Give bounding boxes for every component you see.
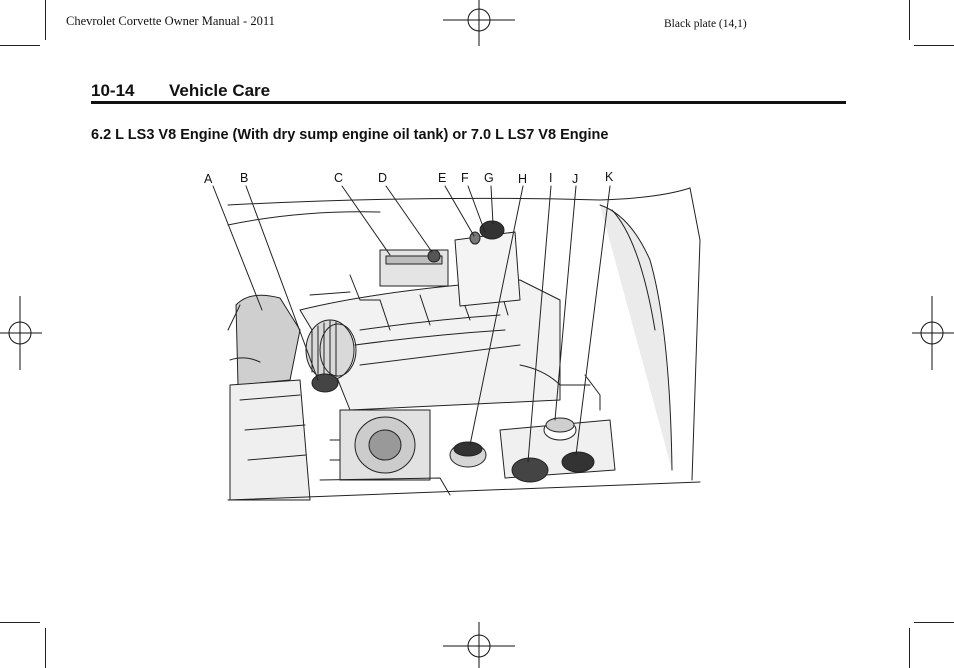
callout-k: K [605,170,614,184]
callout-f: F [461,171,469,185]
section-title: Vehicle Care [169,81,271,100]
callout-d: D [378,171,388,185]
crop-mark [45,628,46,668]
crop-mark [0,45,40,46]
callout-c: C [334,171,344,185]
crop-mark [45,0,46,40]
registration-mark-top [443,0,515,46]
crop-mark [909,0,910,40]
callout-b: B [240,171,249,185]
crop-mark [909,628,910,668]
callout-i: I [549,171,553,185]
crop-mark [914,622,954,623]
registration-mark-left [0,296,42,370]
registration-mark-bottom [443,622,515,668]
callout-a: A [204,172,213,186]
callout-g: G [484,171,494,185]
callout-j: J [572,172,579,186]
registration-mark-right [912,296,954,370]
callout-e: E [438,171,447,185]
manual-title: Chevrolet Corvette Owner Manual - 2011 [66,14,275,28]
crop-mark [0,622,40,623]
callout-h: H [518,172,528,186]
subheading: 6.2 L LS3 V8 Engine (With dry sump engin… [91,127,609,143]
plate-label: Black plate (14,1) [664,18,747,30]
crop-mark [914,45,954,46]
section-number: 10-14 [91,81,135,100]
section-rule [91,101,846,104]
